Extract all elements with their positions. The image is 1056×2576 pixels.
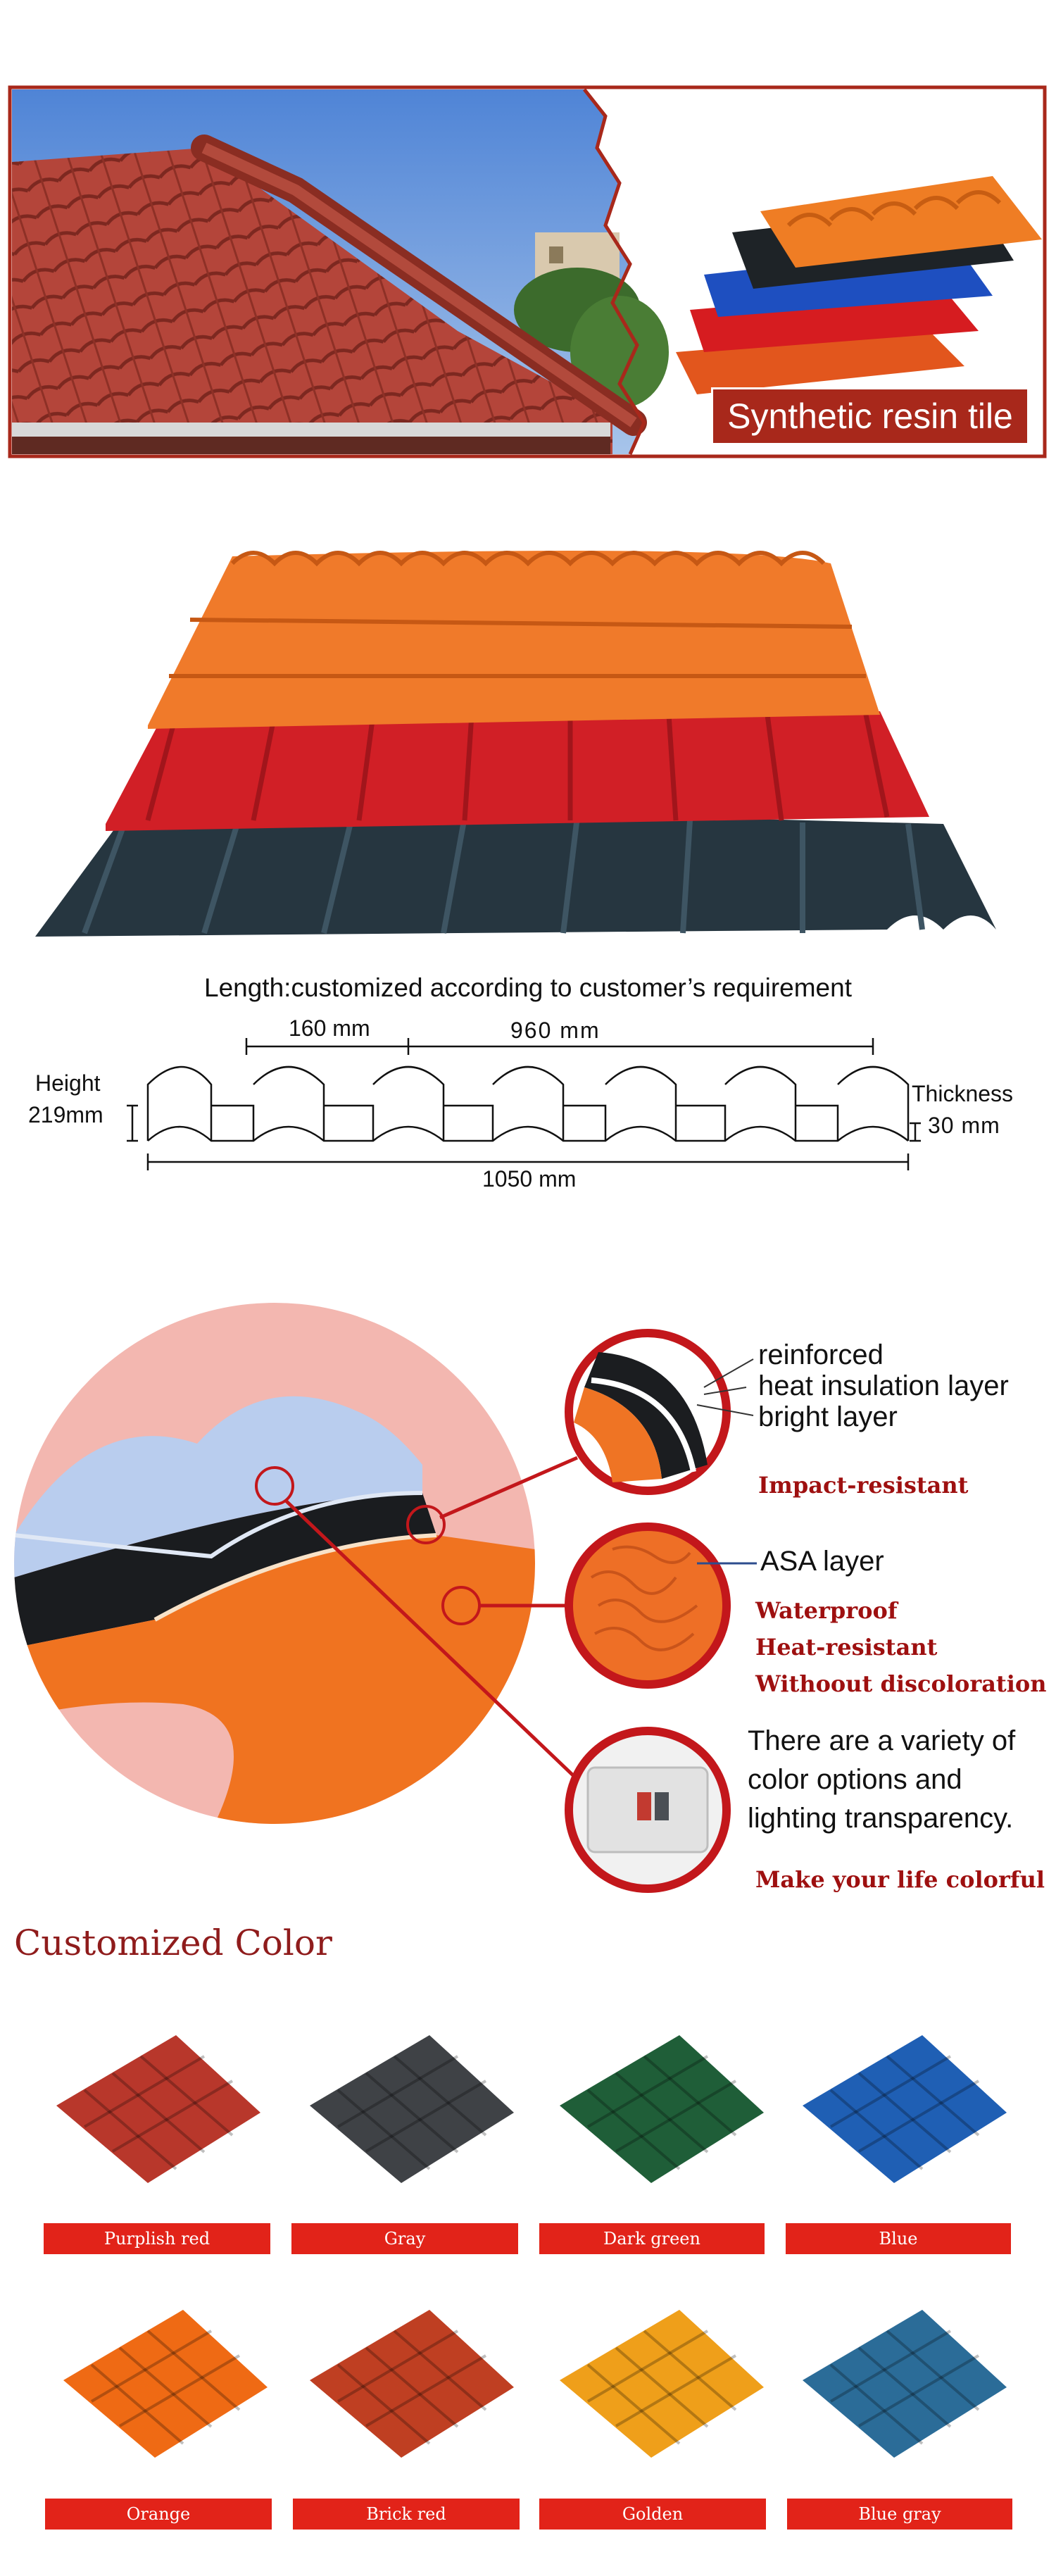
label-heat-resistant: Heat-resistant (755, 1634, 938, 1661)
tile-label: Orange (45, 2499, 272, 2530)
tile-swatch (803, 2035, 1007, 2183)
label-variety-1: There are a variety of (748, 1725, 1016, 1756)
hero-badge: Synthetic resin tile (711, 387, 1029, 445)
label-heat-insulation: heat insulation layer (758, 1370, 1009, 1401)
label-asa-layer: ASA layer (760, 1546, 884, 1577)
layer-section: reinforced heat insulation layer bright … (0, 1282, 1056, 1901)
dim-1050: 1050 mm (482, 1166, 577, 1192)
product-stack-image (0, 535, 1056, 958)
tile-swatch (803, 2310, 1007, 2458)
dimensions-section: Length:customized according to customer’… (0, 965, 1056, 1197)
tile-label: Blue gray (787, 2499, 1012, 2530)
label-reinforced: reinforced (758, 1339, 884, 1370)
label-no-discoloration: Withoout discoloration (755, 1670, 1047, 1697)
profile-diagram (127, 1038, 921, 1170)
height-label: Height (35, 1070, 101, 1096)
thickness-label: Thickness (912, 1081, 1014, 1106)
tile-label: Blue (786, 2223, 1011, 2254)
label-waterproof: Waterproof (755, 1597, 898, 1624)
customized-title: Customized Color (14, 1922, 332, 1963)
customized-color-section: Customized Color Purplish red Gray Dark … (0, 1901, 1056, 2576)
tile-label: Golden (539, 2499, 766, 2530)
hero-banner: Synthetic resin tile (0, 0, 1056, 493)
label-impact-resistant: Impact-resistant (758, 1472, 969, 1499)
tile-swatch (63, 2310, 268, 2458)
height-value: 219mm (28, 1102, 103, 1127)
label-make-colorful: Make your life colorful (755, 1866, 1045, 1893)
thickness-value: 30 mm (928, 1113, 1000, 1138)
tile-swatch (310, 2035, 514, 2183)
dim-960: 960 mm (510, 1018, 601, 1043)
label-bright-layer: bright layer (758, 1401, 898, 1432)
tile-swatch (560, 2035, 764, 2183)
tile-label: Purplish red (44, 2223, 270, 2254)
tile-label: Brick red (293, 2499, 520, 2530)
label-variety-3: lighting transparency. (748, 1803, 1014, 1834)
tile-swatch (560, 2310, 764, 2458)
hero-badge-text: Synthetic resin tile (727, 396, 1013, 436)
label-variety-2: color options and (748, 1764, 962, 1795)
dim-160: 160 mm (289, 1015, 370, 1041)
length-note: Length:customized according to customer’… (204, 973, 852, 1002)
tile-swatch (310, 2310, 514, 2458)
tile-label: Gray (291, 2223, 518, 2254)
tile-swatch (56, 2035, 260, 2183)
tile-label: Dark green (539, 2223, 765, 2254)
